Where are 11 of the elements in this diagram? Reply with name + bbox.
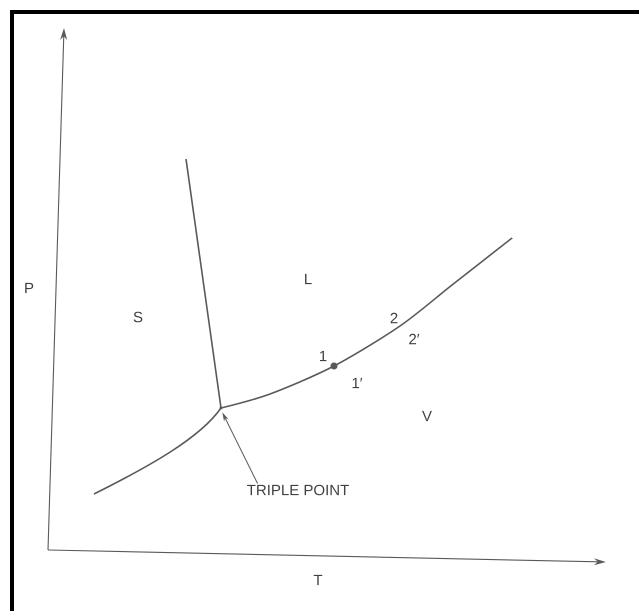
axis-label: T [314, 574, 322, 586]
point-label: TRIPLE POINT [247, 484, 349, 496]
phase-label: L [305, 274, 312, 284]
phase-label: S [134, 312, 142, 322]
triple-point [220, 406, 222, 410]
point-label: 2 [390, 312, 398, 324]
phase-label: V [422, 410, 432, 422]
axis-label: P [25, 282, 34, 294]
point-label: 1′ [352, 378, 362, 388]
point-label: 2′ [409, 334, 420, 344]
point-label: 1 [320, 350, 326, 362]
